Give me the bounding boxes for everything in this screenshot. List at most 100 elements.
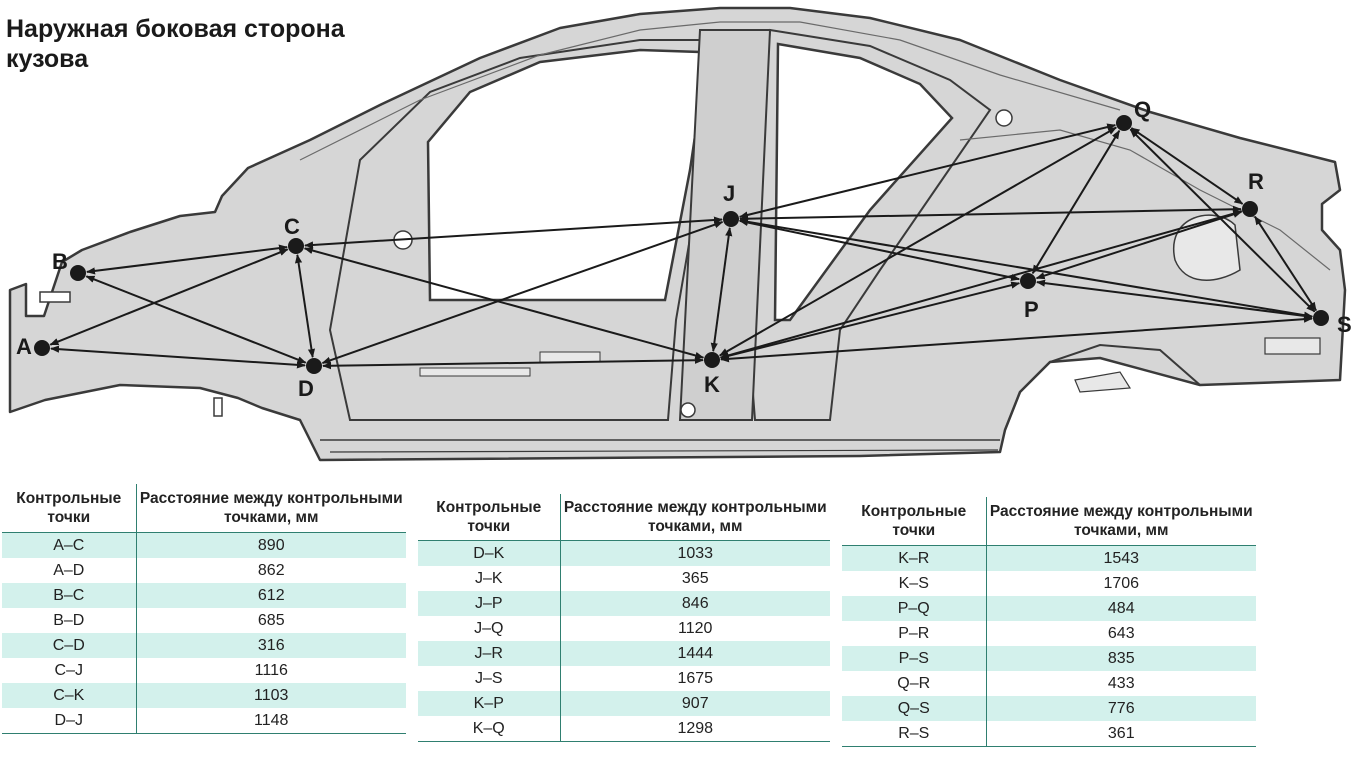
column-header-points: Контрольные точки	[2, 484, 137, 532]
distance-value: 890	[136, 532, 406, 558]
point-pair: B–D	[2, 607, 137, 633]
sill-slot-1	[539, 351, 601, 363]
point-pair: J–K	[418, 565, 561, 591]
distance-value: 835	[986, 645, 1256, 671]
point-pair: A–D	[2, 557, 137, 583]
point-pair: P–S	[842, 645, 987, 671]
measurement-arrow-d-k	[322, 356, 704, 370]
page-title: Наружная боковая сторона кузова	[6, 15, 345, 73]
distance-table-1: Контрольные точки Расстояние между контр…	[2, 484, 406, 734]
distance-table-3: Контрольные точки Расстояние между контр…	[842, 497, 1256, 747]
distance-value: 643	[1107, 624, 1135, 642]
distance-value: 776	[986, 695, 1256, 721]
table-row: A–D 862	[2, 557, 406, 583]
point-pair: B–C	[2, 582, 137, 608]
table-row: B–D 685	[2, 607, 406, 633]
control-point-k	[704, 352, 720, 368]
column-header-distance: Расстояние между контрольными точками, м…	[989, 502, 1253, 539]
table-row: K–S 1706	[842, 570, 1256, 596]
sill-slot-2	[419, 367, 531, 377]
point-pair: K–R	[842, 545, 987, 571]
lower-bracket	[213, 397, 223, 417]
point-pair: A–C	[2, 532, 137, 558]
control-point-d	[306, 358, 322, 374]
distance-value: 1120	[678, 619, 713, 637]
column-header-distance: Расстояние между контрольными точками, м…	[563, 498, 827, 535]
control-point-label-s: S	[1337, 312, 1352, 337]
measurement-arrow-d-j	[321, 221, 724, 364]
front-bumper-bracket	[39, 291, 71, 303]
distance-value: 846	[560, 590, 830, 616]
point-pair: K–Q	[418, 715, 561, 741]
control-point-label-c: C	[284, 214, 300, 239]
control-point-label-p: P	[1024, 297, 1039, 322]
measurement-arrow-r-s	[1254, 215, 1317, 312]
control-point-b	[70, 265, 86, 281]
measurement-arrows	[49, 123, 1317, 370]
control-point-label-q: Q	[1134, 97, 1151, 122]
point-pair: K–S	[842, 570, 987, 596]
distance-value: 907	[560, 690, 830, 716]
body-side-panel	[8, 6, 1347, 462]
point-pair: J–Q	[418, 615, 561, 641]
column-header-points: Контрольные точки	[418, 494, 561, 540]
control-point-label-d: D	[298, 376, 314, 401]
distance-value: 433	[1107, 674, 1135, 692]
distance-value: 1543	[986, 545, 1256, 571]
point-pair: J–S	[418, 665, 561, 691]
distance-value: 685	[257, 611, 285, 629]
control-point-s	[1313, 310, 1329, 326]
point-pair: P–Q	[842, 595, 987, 621]
distance-value: 1444	[560, 640, 830, 666]
distance-value: 862	[257, 561, 285, 579]
point-pair: J–R	[418, 640, 561, 666]
distance-value: 1033	[560, 540, 830, 566]
distance-value: 484	[986, 595, 1256, 621]
control-point-a	[34, 340, 50, 356]
distance-value: 1116	[254, 661, 288, 679]
point-pair: Q–S	[842, 695, 987, 721]
control-point-label-a: A	[16, 334, 32, 359]
distance-value: 1148	[254, 711, 289, 729]
column-header-points: Контрольные точки	[842, 497, 987, 545]
control-point-r	[1242, 201, 1258, 217]
distance-value: 612	[136, 582, 406, 608]
point-pair: D–K	[418, 540, 561, 566]
distance-value: 1103	[136, 682, 406, 708]
point-pair: D–J	[2, 707, 137, 733]
control-point-j	[723, 211, 739, 227]
control-point-p	[1020, 273, 1036, 289]
distance-value: 361	[1107, 724, 1135, 742]
point-pair: J–P	[418, 590, 561, 616]
control-point-label-b: B	[52, 249, 68, 274]
distance-value: 1298	[677, 719, 714, 737]
measurement-arrow-k-s	[720, 315, 1313, 363]
control-point-q	[1116, 115, 1132, 131]
distance-value: 1706	[1103, 574, 1140, 592]
distance-table-2: Контрольные точки Расстояние между контр…	[418, 494, 830, 742]
table-row: D–J 1148	[2, 707, 406, 733]
control-point-label-k: K	[704, 372, 720, 397]
rear-panel-plate	[1264, 337, 1321, 355]
point-pair: C–D	[2, 632, 137, 658]
distance-value: 1675	[677, 669, 714, 687]
measurement-arrow-b-d	[85, 275, 307, 364]
column-header-distance: Расстояние между контрольными точками, м…	[139, 489, 403, 526]
fuel-door	[1074, 371, 1132, 393]
